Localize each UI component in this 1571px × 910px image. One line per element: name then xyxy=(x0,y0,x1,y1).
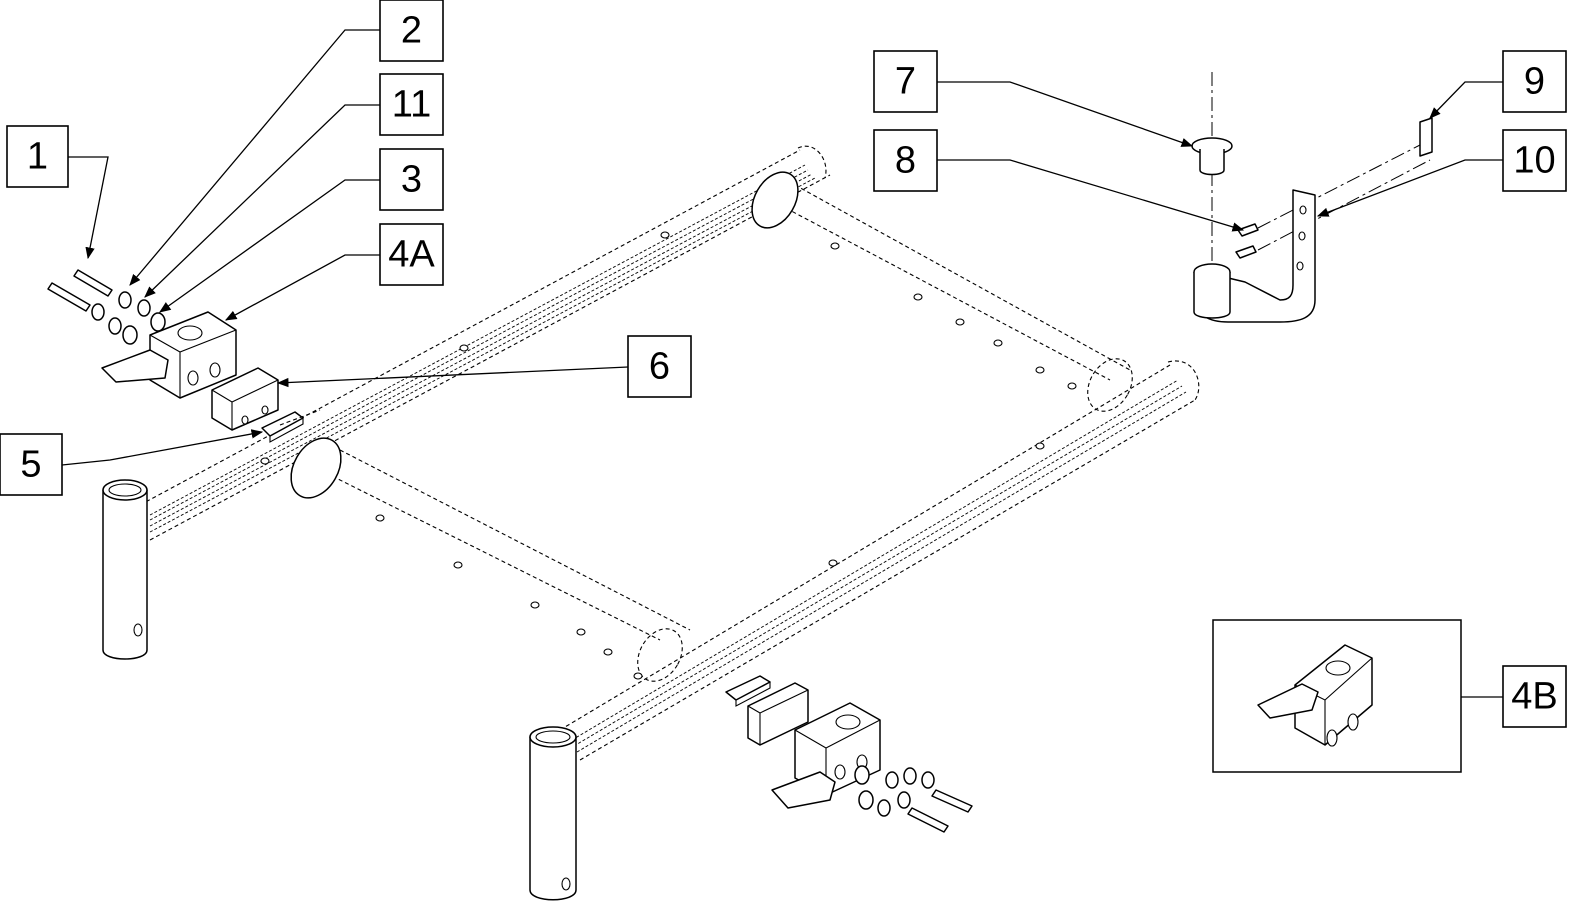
callout-label: 6 xyxy=(649,346,670,388)
left-hardware xyxy=(47,269,321,443)
right-post xyxy=(529,726,577,901)
hinge-hardware xyxy=(1191,72,1433,323)
inset-4b xyxy=(1212,619,1503,773)
callout-label: 10 xyxy=(1513,140,1555,182)
callout-label: 4B xyxy=(1511,676,1557,718)
callout-1: 1 xyxy=(6,125,69,188)
callout-label: 9 xyxy=(1524,61,1545,103)
callout-5: 5 xyxy=(0,433,63,496)
callout-label: 2 xyxy=(401,10,422,52)
callout-6: 6 xyxy=(627,335,692,398)
callout-label: 1 xyxy=(27,136,48,178)
callout-7: 7 xyxy=(873,50,938,113)
left-post xyxy=(102,479,148,660)
callout-label: 5 xyxy=(20,444,41,486)
leader-lines xyxy=(61,29,1503,466)
callout-label: 7 xyxy=(895,61,916,103)
callout-3: 3 xyxy=(379,148,444,211)
callout-label: 8 xyxy=(895,140,916,182)
callout-label: 4A xyxy=(388,234,435,276)
callout-9: 9 xyxy=(1502,50,1567,113)
footrest-frame xyxy=(102,145,1200,901)
callout-label: 3 xyxy=(401,159,422,201)
frame-holes xyxy=(260,231,1077,680)
callout-4a: 4A xyxy=(379,223,444,286)
callout-4b: 4B xyxy=(1502,665,1567,728)
callout-label: 11 xyxy=(392,84,431,126)
callout-10: 10 xyxy=(1502,129,1567,192)
callout-2: 2 xyxy=(379,0,444,62)
callout-11: 11 xyxy=(379,73,444,136)
callout-8: 8 xyxy=(873,129,938,192)
lower-hardware xyxy=(725,675,973,833)
